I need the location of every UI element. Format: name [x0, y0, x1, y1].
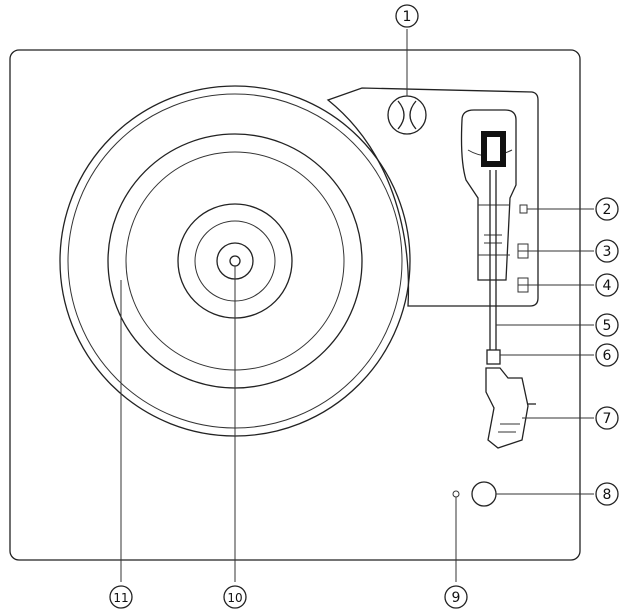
callout-11: 11: [109, 585, 133, 609]
knob-part-1: [387, 95, 427, 135]
callout-8: 8: [595, 482, 619, 506]
control-part-3: [517, 243, 529, 259]
plinth-outline: [9, 49, 581, 561]
svg-text:10: 10: [227, 591, 242, 605]
svg-text:9: 9: [452, 590, 461, 606]
svg-text:4: 4: [603, 278, 612, 294]
svg-text:7: 7: [603, 411, 612, 427]
spindle: [229, 255, 241, 267]
callout-1: 1: [395, 4, 419, 28]
callout-6: 6: [595, 343, 619, 367]
callout-7: 7: [595, 406, 619, 430]
control-part-4: [517, 277, 529, 293]
indicator-part-9: [452, 490, 460, 498]
control-part-2: [519, 204, 528, 214]
leader-lines: [120, 29, 594, 582]
svg-text:5: 5: [603, 318, 612, 334]
svg-text:8: 8: [603, 487, 612, 503]
button-part-8: [471, 481, 497, 507]
callout-9: 9: [444, 585, 468, 609]
svg-text:2: 2: [603, 202, 612, 218]
callout-10: 10: [223, 585, 247, 609]
svg-text:6: 6: [603, 348, 612, 364]
tonearm: [460, 109, 536, 449]
tonearm-plate: [326, 87, 539, 307]
callout-2: 2: [595, 197, 619, 221]
callout-5: 5: [595, 313, 619, 337]
headshell: [485, 367, 529, 449]
svg-text:11: 11: [113, 591, 128, 605]
svg-text:3: 3: [603, 244, 612, 260]
svg-text:1: 1: [403, 9, 412, 25]
callout-4: 4: [595, 273, 619, 297]
arm-collar: [486, 349, 501, 365]
callout-3: 3: [595, 239, 619, 263]
